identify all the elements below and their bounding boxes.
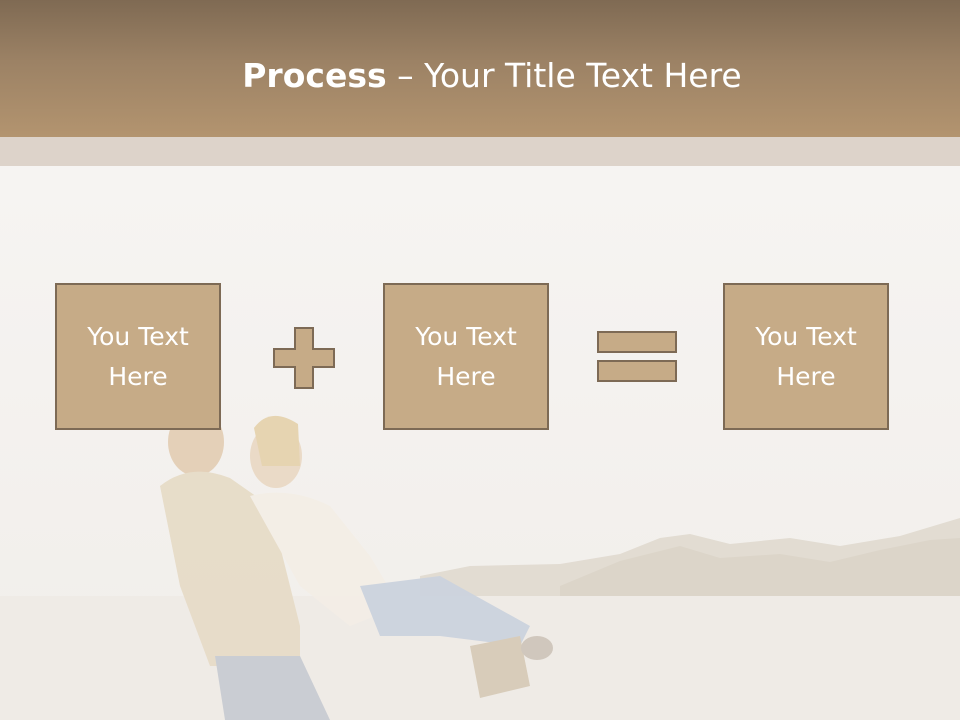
step-1-label: You Text Here — [87, 321, 189, 391]
plus-icon — [273, 327, 335, 389]
couple-figures — [160, 408, 553, 720]
result-label: You Text Here — [755, 321, 857, 391]
slide-title: Process – Your Title Text Here — [0, 54, 960, 98]
background-photo — [0, 166, 960, 720]
process-step-2: You Text Here — [383, 283, 549, 430]
process-result: You Text Here — [723, 283, 889, 430]
title-bar — [0, 0, 960, 137]
header-band — [0, 137, 960, 166]
equals-icon — [597, 331, 677, 382]
process-step-1: You Text Here — [55, 283, 221, 430]
title-bold: Process — [242, 56, 387, 95]
step-2-label: You Text Here — [415, 321, 517, 391]
title-rest: – Your Title Text Here — [386, 56, 742, 95]
